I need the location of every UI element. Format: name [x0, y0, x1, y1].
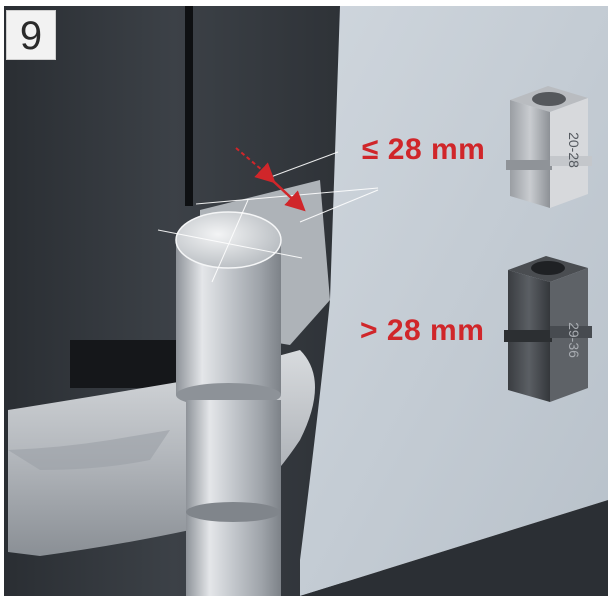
hinge-barrel-top: [175, 211, 282, 269]
insert-small-text: 20-28: [566, 132, 582, 168]
door-lower-shadow: [300, 500, 608, 596]
frame-gap-line: [185, 6, 193, 206]
measurement-arrow: [235, 147, 306, 212]
hinge-barrel-lower: [186, 400, 281, 596]
measurement-small-label: ≤ 28 mm: [362, 133, 486, 166]
hinge-barrel-lower-joint: [186, 502, 280, 522]
step-number-badge: 9: [6, 10, 56, 60]
insert-large-text: 29-36: [566, 322, 582, 358]
measurement-large-label: > 28 mm: [360, 314, 485, 347]
hinge-arm-edge: [8, 430, 170, 470]
insert-large: 29-36: [504, 256, 592, 402]
insert-small: 20-28: [506, 86, 592, 208]
frame-groove: [70, 340, 190, 388]
